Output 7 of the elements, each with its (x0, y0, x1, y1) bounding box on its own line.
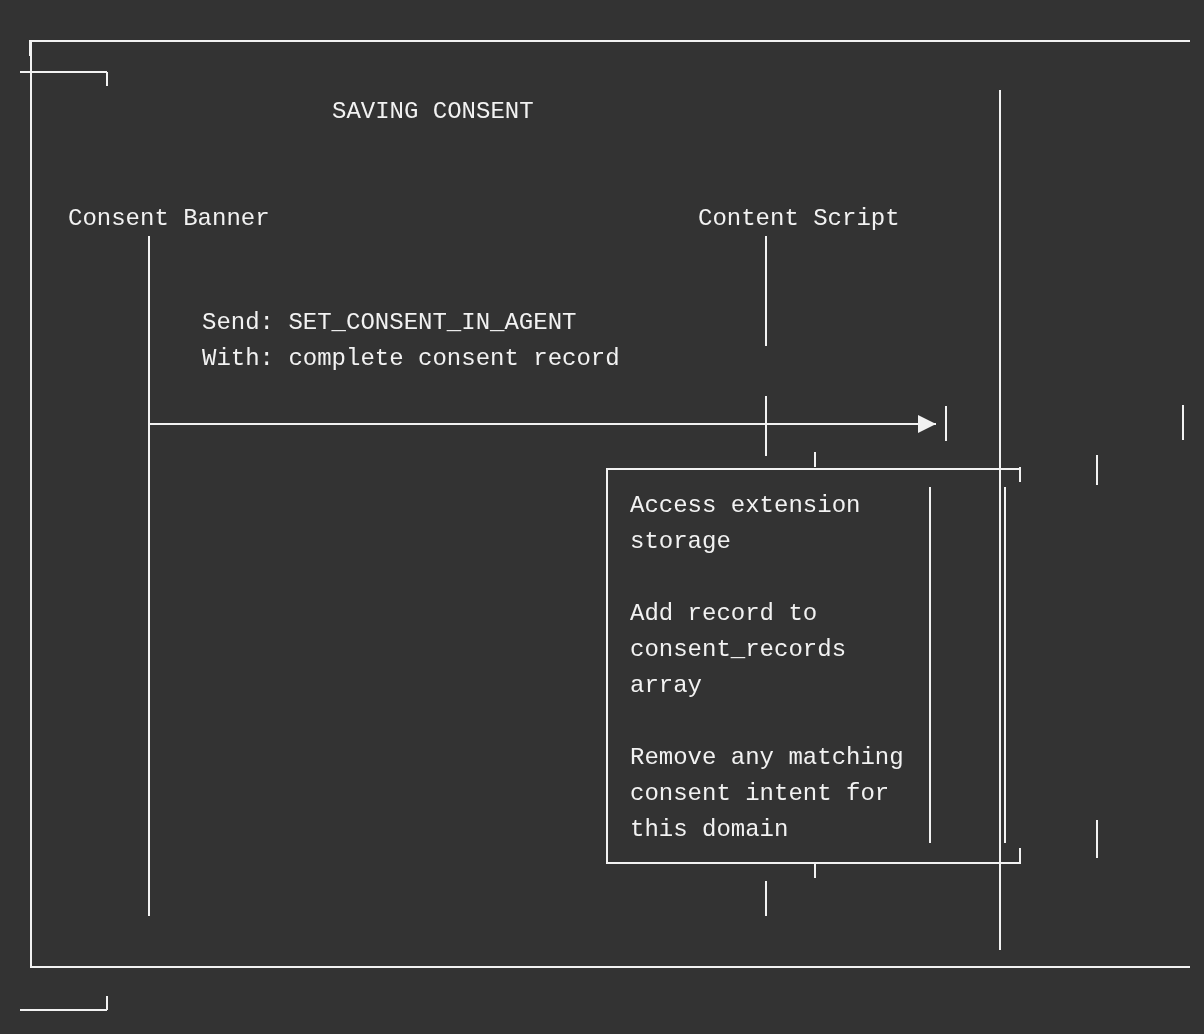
step-text: Remove any matching consent intent for this domain (630, 743, 905, 845)
step-text: Add record to consent_records array (630, 599, 848, 701)
participant-name: Content Script (698, 204, 901, 234)
frame-label: SAVING CONSENT (332, 97, 535, 127)
step-text: Access extension storage (630, 491, 862, 557)
participant-name: Consent Banner (68, 204, 271, 234)
process-box (606, 468, 1021, 864)
